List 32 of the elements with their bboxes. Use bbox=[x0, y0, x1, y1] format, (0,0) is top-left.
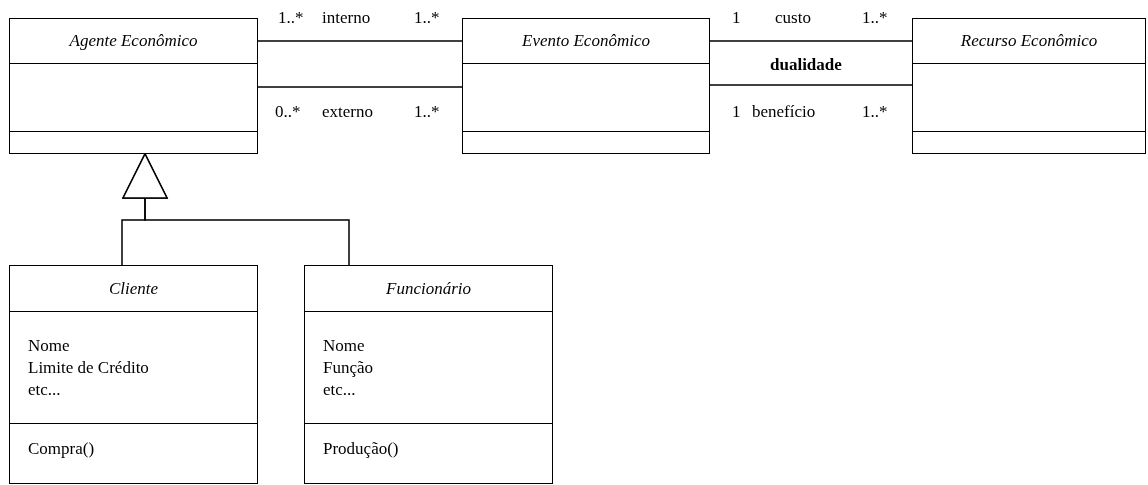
class-box bbox=[462, 18, 710, 154]
multiplicity-label: 1..* bbox=[414, 102, 440, 122]
association-line bbox=[709, 40, 913, 42]
association-line bbox=[709, 84, 913, 86]
multiplicity-label: 1..* bbox=[414, 8, 440, 28]
class-box bbox=[304, 265, 553, 484]
association-name: dualidade bbox=[770, 55, 842, 75]
class-name: Recurso Econômico bbox=[960, 31, 1098, 51]
multiplicity-label: 0..* bbox=[275, 102, 301, 122]
method-text: Compra() bbox=[28, 438, 95, 460]
attribute-text: Função bbox=[323, 356, 374, 379]
class-box bbox=[9, 18, 258, 154]
attribute-text: etc... bbox=[323, 378, 356, 401]
multiplicity-label: 1 bbox=[732, 102, 741, 122]
attribute-text: Nome bbox=[28, 334, 70, 357]
association-line bbox=[257, 86, 463, 88]
generalization-arrow bbox=[122, 153, 350, 266]
multiplicity-label: 1..* bbox=[862, 8, 888, 28]
attribute-text: Nome bbox=[323, 334, 365, 357]
association-line bbox=[257, 40, 463, 42]
class-box bbox=[912, 18, 1146, 154]
class-name: Cliente bbox=[108, 278, 159, 299]
class-name: Evento Econômico bbox=[522, 31, 650, 51]
method-text: Produção() bbox=[323, 438, 399, 460]
class-name: Agente Econômico bbox=[69, 31, 198, 51]
class-name: Funcionário bbox=[386, 278, 471, 299]
attribute-text: Limite de Crédito bbox=[28, 356, 149, 379]
multiplicity-label: 1 bbox=[732, 8, 741, 28]
attribute-text: etc... bbox=[28, 378, 61, 401]
multiplicity-label: 1..* bbox=[278, 8, 304, 28]
multiplicity-label: 1..* bbox=[862, 102, 888, 122]
class-box bbox=[9, 265, 258, 484]
